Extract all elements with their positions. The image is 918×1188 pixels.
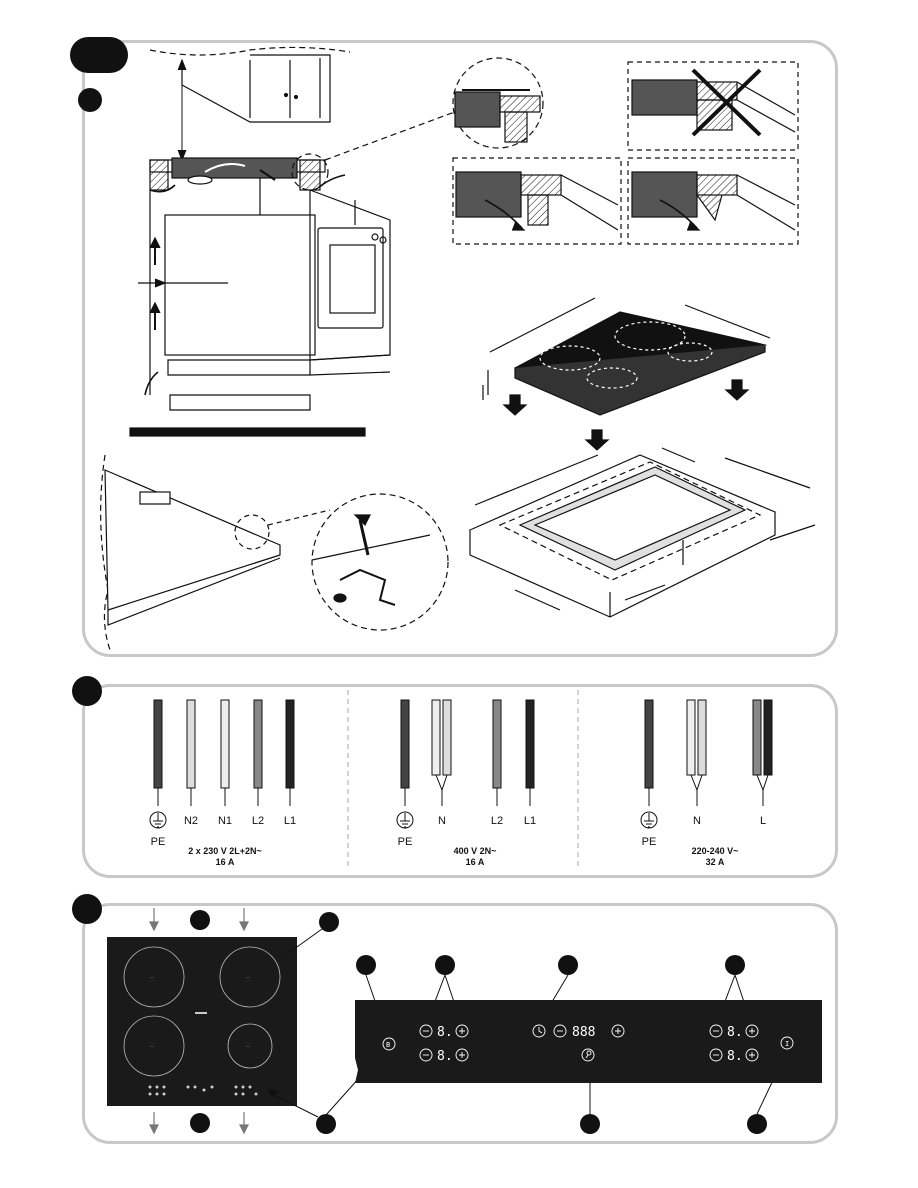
minus-icon[interactable] bbox=[709, 1048, 723, 1062]
minus-icon[interactable] bbox=[419, 1024, 433, 1038]
wire-label-n2: N2 bbox=[183, 815, 199, 827]
spec-voltage: 2 x 230 V 2L+2N~ bbox=[188, 846, 262, 856]
power-symbol: I bbox=[785, 1040, 789, 1048]
wiring-panel bbox=[82, 684, 838, 878]
plus-icon[interactable] bbox=[455, 1048, 469, 1062]
svg-text:- -: - - bbox=[246, 1044, 251, 1049]
wire-label-n: N bbox=[438, 815, 446, 827]
minus-icon[interactable] bbox=[419, 1048, 433, 1062]
wire-label-pe: PE bbox=[397, 836, 413, 848]
airflow-arrows bbox=[149, 908, 249, 1135]
wire-label-l2: L2 bbox=[251, 815, 265, 827]
spec-voltage: 220-240 V~ bbox=[691, 846, 739, 856]
wire-label-l: L bbox=[759, 815, 767, 827]
wire-set-config3 bbox=[644, 699, 773, 806]
svg-text:- -: - - bbox=[150, 975, 155, 980]
minus-icon[interactable] bbox=[709, 1024, 723, 1038]
svg-text:- -: - - bbox=[246, 975, 251, 980]
seal-variant-2 bbox=[627, 157, 799, 245]
plus-icon[interactable] bbox=[745, 1024, 759, 1038]
step-badge-controls bbox=[72, 894, 102, 924]
wire-label-pe: PE bbox=[641, 836, 657, 848]
earth-ground-icon bbox=[396, 811, 414, 829]
wire-label-pe: PE bbox=[150, 836, 166, 848]
wire-label-l2: L2 bbox=[490, 815, 504, 827]
seal-variant-1 bbox=[452, 157, 622, 245]
wire-label-l1: L1 bbox=[283, 815, 297, 827]
earth-ground-icon bbox=[640, 811, 658, 829]
zone-display-3: 8. bbox=[727, 1025, 743, 1040]
minus-icon[interactable] bbox=[553, 1024, 567, 1038]
spec-current: 32 A bbox=[705, 857, 725, 867]
kitchen-cabinet bbox=[129, 174, 391, 437]
plus-icon[interactable] bbox=[455, 1024, 469, 1038]
step-badge-wiring bbox=[72, 676, 102, 706]
callout-badges bbox=[190, 910, 767, 1134]
power-icon[interactable] bbox=[780, 1036, 794, 1050]
spec-current: 16 A bbox=[465, 857, 485, 867]
spec-current: 16 A bbox=[215, 857, 235, 867]
booster-icon[interactable] bbox=[382, 1037, 396, 1051]
hob-perspective bbox=[482, 297, 771, 451]
earth-ground-icon bbox=[149, 811, 167, 829]
section-tab-badge bbox=[70, 37, 128, 73]
worktop-cutout bbox=[468, 447, 816, 618]
plus-icon[interactable] bbox=[745, 1048, 759, 1062]
hob-top-view: - - - - - - - - bbox=[107, 937, 297, 1106]
detail-callout bbox=[291, 57, 544, 191]
seal-variant-wrong bbox=[627, 61, 799, 151]
clock-icon[interactable] bbox=[532, 1024, 546, 1038]
control-panel-strip bbox=[355, 1000, 822, 1083]
zone-display-1: 8. bbox=[437, 1025, 453, 1040]
timer-display: 888 bbox=[572, 1025, 595, 1040]
wire-set-config2 bbox=[400, 699, 535, 806]
wire-set-config1 bbox=[153, 699, 295, 806]
svg-text:- -: - - bbox=[150, 1044, 155, 1049]
wire-label-n1: N1 bbox=[217, 815, 233, 827]
seal-detail bbox=[454, 89, 541, 143]
mounting-bracket-view bbox=[100, 454, 449, 651]
plus-icon[interactable] bbox=[611, 1024, 625, 1038]
wire-label-n: N bbox=[693, 815, 701, 827]
wire-label-l1: L1 bbox=[523, 815, 537, 827]
key-lock-icon[interactable] bbox=[581, 1048, 595, 1062]
booster-symbol: B bbox=[386, 1041, 390, 1049]
step-badge-installation bbox=[78, 88, 102, 112]
zone-display-4: 8. bbox=[727, 1049, 743, 1064]
zone-display-2: 8. bbox=[437, 1049, 453, 1064]
worktop-section bbox=[149, 157, 326, 215]
spec-voltage: 400 V 2N~ bbox=[453, 846, 497, 856]
